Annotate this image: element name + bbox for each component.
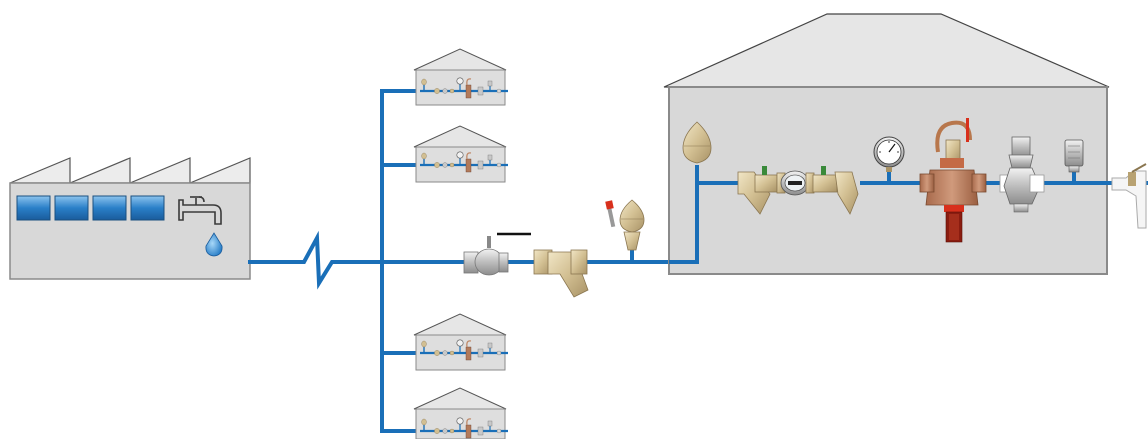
outlet-tap [1111,163,1147,229]
main-building-roof [663,13,1110,88]
air-vent [1064,139,1084,173]
small-building-3 [413,313,510,371]
ball-valve [463,232,531,276]
factory-sawtooth-roof [9,157,251,184]
pressure-reducer [999,136,1045,213]
tap-icon [178,196,222,225]
main-supply-pipe [248,230,467,290]
factory-windows [16,195,165,221]
y-strainer [533,249,589,298]
small-building-1 [413,48,510,106]
pressure-gauge [873,136,905,172]
pressure-reducing-valve [919,118,987,243]
small-building-2 [413,125,510,183]
factory [9,157,251,280]
water-meter [776,170,815,196]
air-vessel [682,121,712,164]
small-building-4 [413,387,510,439]
water-hammer-arrestor [605,199,645,251]
check-valve-2 [812,166,859,215]
water-drop-icon [205,232,223,257]
